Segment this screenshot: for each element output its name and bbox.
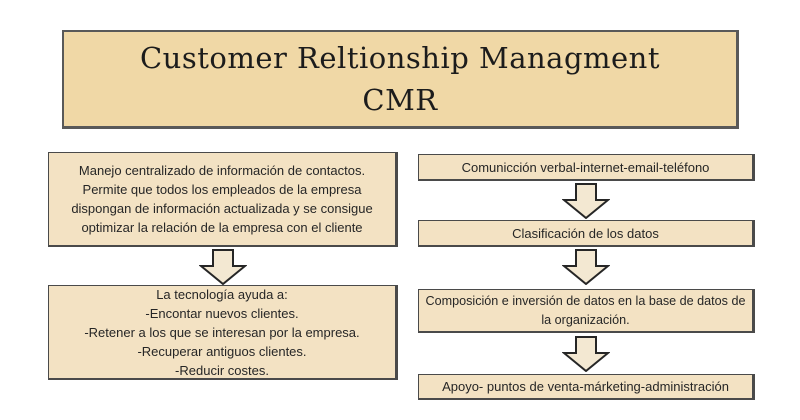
- down-arrow-icon: [562, 336, 610, 372]
- title-box: Customer Reltionship Managment CMR: [62, 30, 739, 129]
- right-box-data-composition: Composición e inversión de datos en la b…: [418, 289, 755, 333]
- diagram-title: Customer Reltionship Managment: [139, 41, 661, 75]
- right-box-communication: Comunicción verbal-internet-email-teléfo…: [418, 154, 755, 181]
- right-box-support-areas: Apoyo- puntos de venta-márketing-adminis…: [418, 374, 755, 400]
- down-arrow-icon: [562, 249, 610, 285]
- left-box-centralized-info: Manejo centralizado de información de co…: [48, 152, 398, 247]
- diagram-title-acronym: CMR: [362, 83, 438, 117]
- left-box-technology-helps: La tecnología ayuda a: -Encontar nuevos …: [48, 285, 398, 380]
- down-arrow-icon: [562, 183, 610, 219]
- right-box-data-classification: Clasificación de los datos: [418, 220, 755, 247]
- down-arrow-icon: [199, 249, 247, 285]
